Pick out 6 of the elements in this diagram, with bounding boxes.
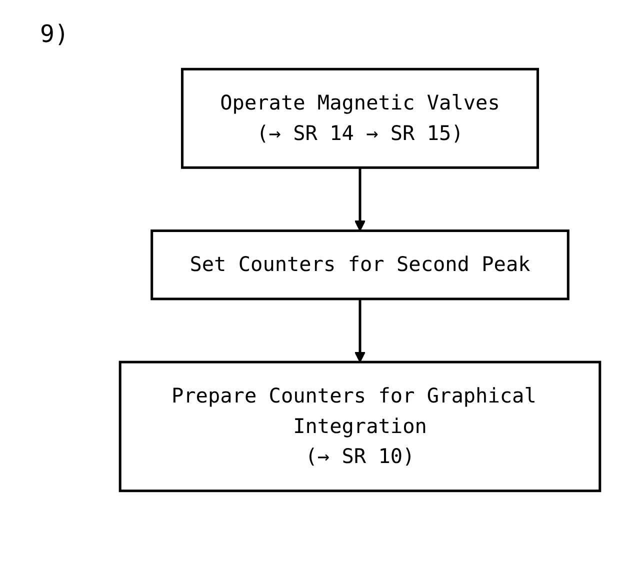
arrow bbox=[354, 298, 366, 363]
node-box: Prepare Counters for Graphical Integration (→ SR 10) bbox=[118, 360, 602, 492]
node-box: Operate Magnetic Valves (→ SR 14 → SR 15) bbox=[180, 68, 540, 169]
node-box: Set Counters for Second Peak bbox=[150, 230, 570, 300]
step-number: 9) bbox=[40, 20, 69, 48]
arrow bbox=[354, 168, 366, 232]
